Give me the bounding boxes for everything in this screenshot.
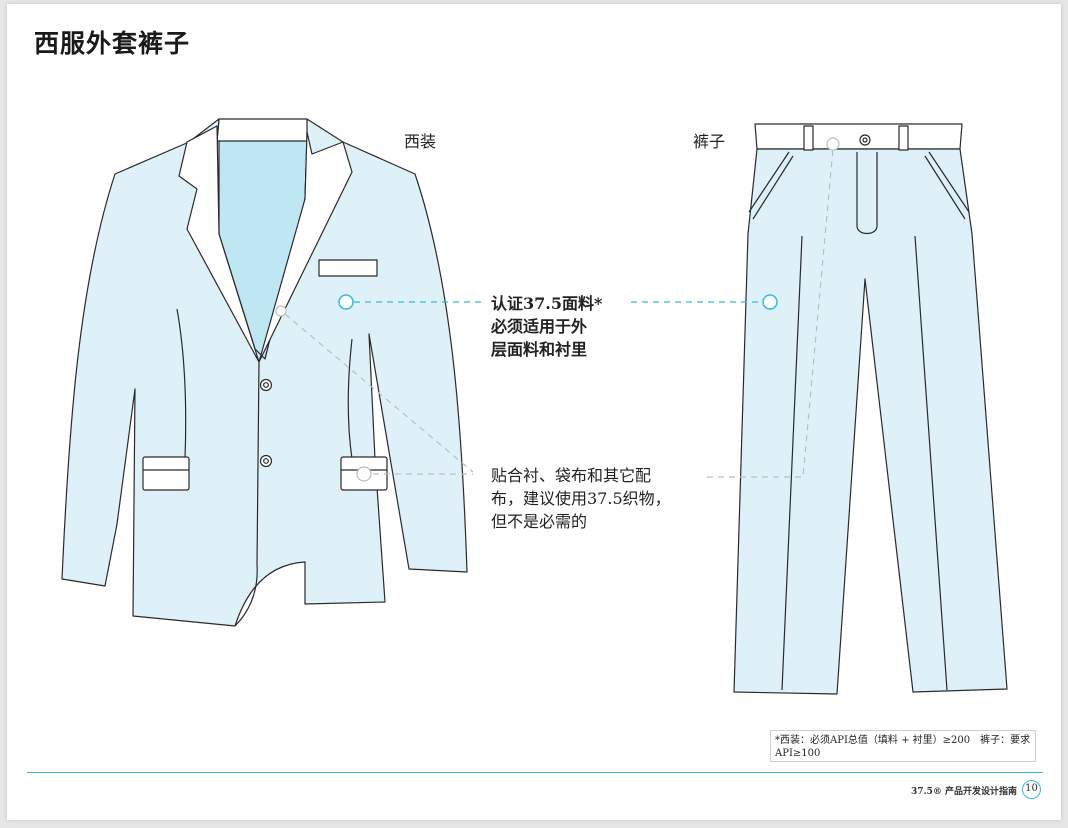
page: 西服外套裤子 [7, 4, 1061, 820]
collar-band [216, 118, 310, 142]
footnote: *西装：必须API总值（填料 + 衬里）≥200 裤子：要求API≥100 [770, 730, 1036, 762]
lining-callout-line-3: 但不是必需的 [491, 512, 588, 531]
fabric-callout: 认证37.5面料* 必须适用于外 层面料和衬里 [491, 292, 602, 361]
right-lapel [258, 131, 353, 363]
lining-callout-line-1: 贴合衬、袋布和其它配 [491, 466, 652, 485]
page-number: 10 [1022, 780, 1041, 799]
pants-label: 裤子 [693, 132, 726, 151]
footer-guide-title: 37.5® 产品开发设计指南 [910, 787, 1017, 797]
pants-waist-marker [826, 137, 840, 151]
lining-callout: 贴合衬、袋布和其它配 布，建议使用37.5织物， 但不是必需的 [491, 464, 671, 533]
suit-fabric-marker [338, 294, 354, 310]
right-sleeve-seam [347, 338, 353, 460]
right-crease [914, 235, 948, 691]
footer-rule [27, 772, 1043, 773]
suit-jacket [61, 118, 468, 627]
page-title: 西服外套裤子 [34, 29, 191, 58]
breast-pocket [318, 259, 378, 277]
suit-label: 西装 [404, 132, 437, 151]
fabric-callout-line-3: 层面料和衬里 [491, 340, 588, 359]
pants-waistband [754, 123, 963, 150]
front-opening [234, 361, 260, 627]
left-lapel [178, 125, 260, 363]
pants-fabric-marker [762, 294, 778, 310]
pocket-lining-marker [356, 466, 372, 482]
right-pants-pocket [928, 151, 970, 213]
pants-legs [733, 148, 1008, 695]
left-pocket-flap [142, 456, 190, 491]
left-sleeve-seam [176, 308, 187, 460]
left-crease [781, 235, 803, 691]
pants-fly [856, 152, 878, 235]
jacket-body [61, 118, 468, 627]
fabric-callout-line-1: 认证37.5面料* [491, 294, 603, 313]
jacket-button-bottom [259, 454, 273, 468]
left-pants-pocket [748, 151, 790, 213]
callout-lines [275, 137, 840, 482]
pants [733, 123, 1008, 695]
garment-illustration [61, 118, 1008, 695]
jacket-button-top [259, 378, 273, 392]
lining-callout-line-2: 布，建议使用37.5织物， [491, 489, 671, 508]
pants-button [859, 134, 871, 146]
fabric-callout-line-2: 必须适用于外 [491, 317, 588, 336]
suit-lining-marker [275, 305, 287, 317]
